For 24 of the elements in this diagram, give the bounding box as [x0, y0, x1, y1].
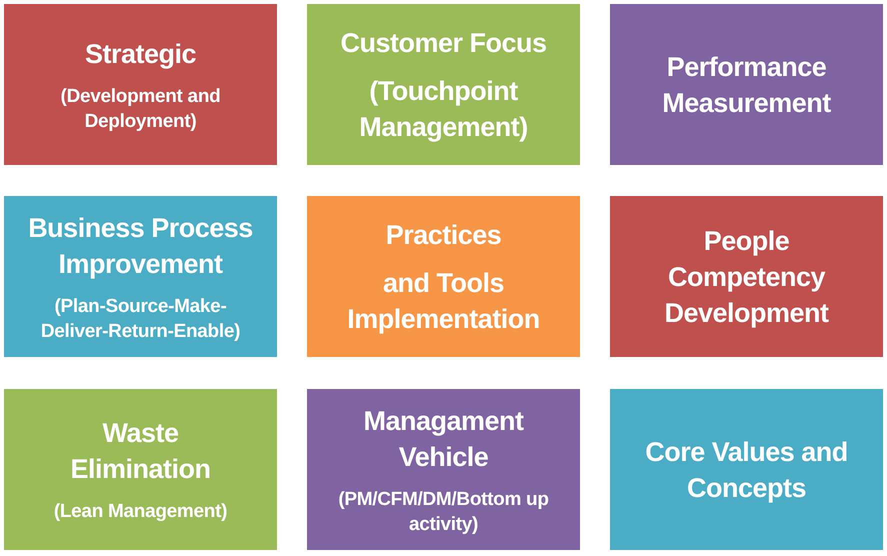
category-tile [307, 4, 580, 165]
category-tile [610, 389, 883, 550]
category-tile [4, 4, 277, 165]
tile-subtitle: (Lean Management) [54, 500, 228, 524]
tile-heading: Waste Elimination [69, 417, 212, 486]
tile-heading: Practices [386, 218, 502, 252]
tile-subtitle: (Plan-Source-Make-Deliver-Return-Enable) [40, 294, 242, 344]
category-tile [307, 196, 580, 357]
category-tile [4, 389, 277, 550]
tile-heading: People Competency Development [663, 224, 830, 330]
tile-heading: Managament Vehicle [362, 404, 525, 474]
tile-heading: Business Process Improvement [27, 212, 254, 281]
tile-subtitle: (Touchpoint Management) [358, 74, 529, 144]
tile-subtitle: (PM/CFM/DM/Bottom up activity) [337, 488, 550, 536]
category-tile [4, 196, 277, 357]
category-tile [307, 389, 580, 550]
tile-heading: Performance Measurement [661, 50, 832, 120]
category-tile [610, 4, 883, 165]
tile-subtitle: and Tools Implementation [346, 266, 541, 336]
tile-heading: Strategic [84, 38, 196, 71]
tile-heading: Customer Focus [340, 26, 547, 60]
category-tile [610, 196, 883, 357]
tile-heading: Core Values and Concepts [644, 436, 849, 505]
tile-subtitle: (Development and Deployment) [60, 84, 222, 134]
